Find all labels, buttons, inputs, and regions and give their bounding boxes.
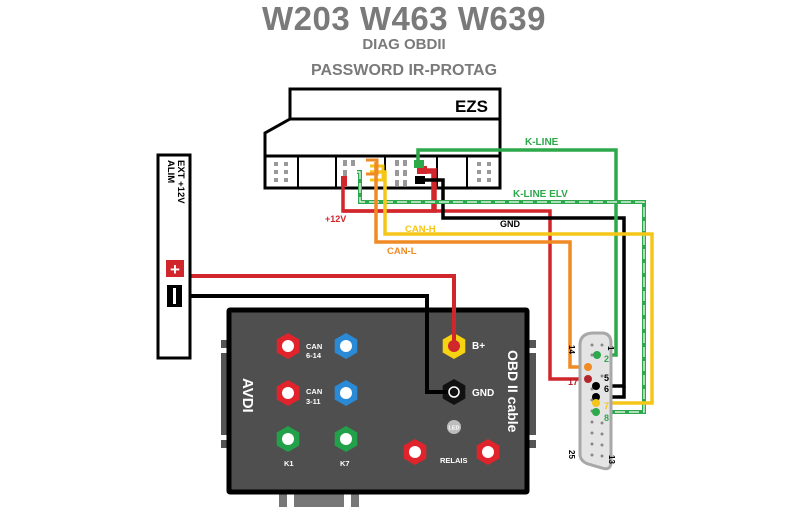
diagram-subtitle: DIAG OBDII: [362, 36, 446, 53]
can-3-11-pins: 3-11: [306, 397, 321, 406]
pin-7-label: 7: [604, 401, 609, 411]
gnd-terminal-label: GND: [472, 388, 494, 399]
can-3-11-high-terminal-hole: [340, 387, 352, 399]
plus12v-label: +12V: [325, 214, 346, 224]
relais-label: RELAIS: [440, 456, 468, 465]
pin-2-label: 2: [604, 354, 609, 364]
pin-1-label: 1: [606, 346, 615, 351]
pin-8-label: 8: [604, 413, 609, 423]
b-plus-terminal-hole: [448, 340, 460, 352]
wire-plus12v-main: [343, 209, 594, 381]
k7-label: K7: [340, 459, 350, 468]
gnd-wire-label: GND: [500, 219, 521, 229]
avdi-body: [226, 307, 530, 495]
ezs-pin-dots: [274, 160, 491, 186]
led-indicator: [447, 420, 461, 434]
db25-pins: [590, 343, 604, 458]
pin-25-label: 25: [567, 450, 576, 459]
pin-14-label: 14: [567, 345, 576, 354]
can-6-14-low-terminal-hole: [282, 340, 294, 352]
led-label: LED: [449, 426, 460, 432]
can-6-14-high-terminal-hole: [340, 340, 352, 352]
obd-cable-label: OBD II cable: [505, 350, 521, 433]
can-l-label: CAN-L: [387, 246, 417, 257]
k-line-label: K-LINE: [525, 137, 559, 148]
diagram-title: W203 W463 W639: [262, 0, 546, 37]
relais-terminal-1-hole: [409, 446, 421, 458]
gnd-terminal-hole: [448, 386, 460, 398]
pin-17-label: 17: [568, 377, 578, 387]
can-3-11-label: CAN: [306, 387, 322, 396]
power-plus-terminal: [166, 260, 184, 277]
minus-icon: [173, 288, 176, 304]
alim-voltage-label: EXT +12V: [175, 160, 186, 204]
k7-terminal-hole: [340, 433, 352, 445]
avdi-interface: AVDI OBD II cable: [221, 307, 536, 507]
pin-6-label: 6: [604, 384, 609, 394]
can-3-11-low-terminal-hole: [282, 387, 294, 399]
pin-5-label: 5: [604, 373, 609, 383]
power-supply-box: ALIM EXT +12V +: [156, 153, 192, 360]
ezs-label: EZS: [455, 97, 488, 116]
can-6-14-pins: 6-14: [306, 351, 322, 360]
relais-terminal-2-hole: [482, 446, 494, 458]
b-plus-label: B+: [472, 341, 485, 352]
alim-label: ALIM: [165, 160, 176, 183]
k1-terminal-hole: [282, 433, 294, 445]
gnd-terminal: [442, 379, 466, 405]
can-h-label: CAN-H: [405, 224, 436, 235]
ezs-top-block: [288, 87, 502, 121]
wire-gnd: [419, 178, 626, 388]
obd-connector: 1 2 14 17 5 6 7 8 25 13: [567, 331, 616, 471]
k-line-elv-label: K-LINE ELV: [513, 189, 568, 200]
pin-13-label: 13: [607, 455, 616, 464]
can-6-14-label: CAN: [306, 342, 322, 351]
diagram-subtitle-2: PASSWORD IR-PROTAG: [310, 62, 498, 79]
plus-icon: +: [170, 260, 180, 279]
k1-label: K1: [284, 459, 294, 468]
avdi-label: AVDI: [239, 378, 256, 413]
